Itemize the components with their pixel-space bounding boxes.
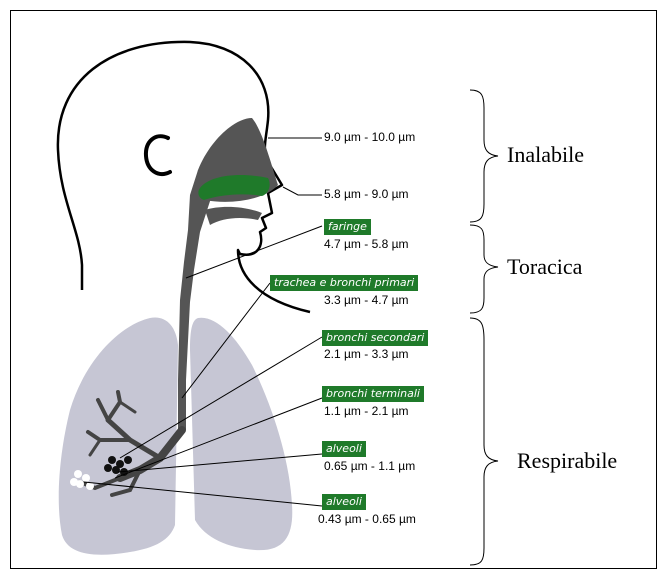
category-respirabile: Respirabile [517,448,617,474]
brace-toracica [470,225,498,313]
brace-respirabile [470,318,498,565]
ear [146,136,170,174]
label-bronchi-secondari: bronchi secondari [322,330,428,346]
range-7: 0.65 µm - 1.1 µm [324,459,415,473]
left-lung [59,317,178,554]
range-1: 9.0 µm - 10.0 µm [324,130,415,144]
label-trachea: trachea e bronchi primari [270,275,418,291]
label-bronchi-terminali: bronchi terminali [322,386,424,402]
label-alveoli-1: alveoli [322,441,366,457]
braces [470,90,498,565]
range-5: 2.1 µm - 3.3 µm [324,347,409,361]
brace-inalabile [470,90,498,222]
label-faringe: faringe [324,219,371,235]
range-8: 0.43 µm - 0.65 µm [318,512,416,526]
range-2: 5.8 µm - 9.0 µm [324,187,409,201]
right-lung [190,318,292,550]
category-toracica: Toracica [507,254,582,280]
range-6: 1.1 µm - 2.1 µm [324,404,409,418]
range-4: 3.3 µm - 4.7 µm [324,293,409,307]
label-alveoli-2: alveoli [322,494,366,510]
category-inalabile: Inalabile [507,142,584,168]
mouth-cavity [205,207,262,225]
range-3: 4.7 µm - 5.8 µm [324,237,409,251]
